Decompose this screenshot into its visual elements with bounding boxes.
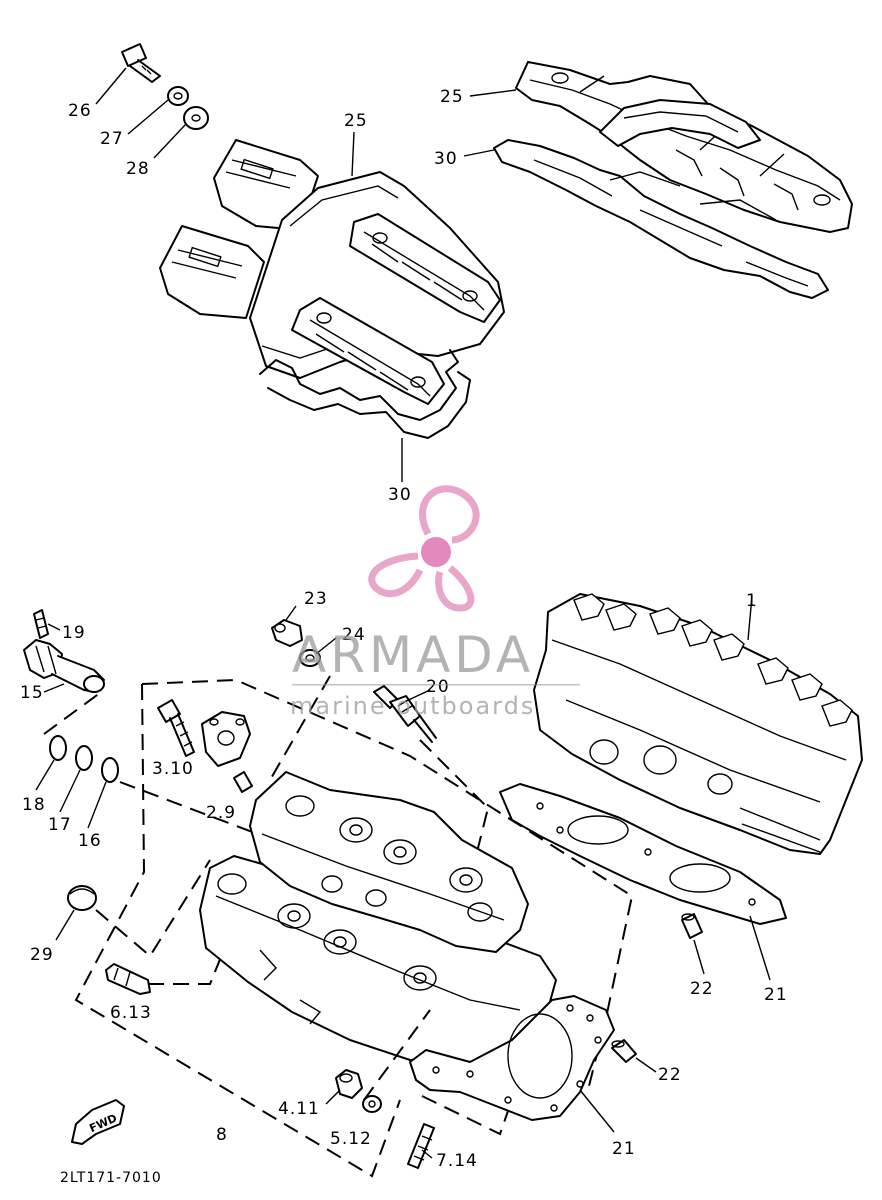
callout-22-lower: 22 — [658, 1065, 682, 1085]
part-16-o-ring[interactable] — [101, 757, 119, 783]
part-17-o-ring[interactable] — [75, 745, 93, 771]
callout-27: 27 — [100, 129, 124, 149]
forward-arrow-icon: FWD — [71, 1099, 125, 1145]
part-1-cylinder-head[interactable] — [533, 593, 863, 855]
part-30-gasket-upper[interactable] — [493, 139, 829, 299]
logo-hub — [421, 537, 451, 567]
part-8-cylinder-head[interactable] — [199, 771, 557, 1063]
part-30-gasket-lower[interactable] — [259, 349, 471, 439]
part-22-dowel-lower[interactable] — [611, 1039, 637, 1063]
logo-blade-top — [419, 485, 480, 544]
part-3-10-bolt[interactable] — [157, 699, 195, 757]
callout-21-lower: 21 — [612, 1139, 636, 1159]
callout-15: 15 — [20, 683, 44, 703]
callout-25-left: 25 — [344, 111, 368, 131]
callout-17: 17 — [48, 815, 72, 835]
part-6-13-valve-guide[interactable] — [105, 963, 151, 995]
callout-19: 19 — [62, 623, 86, 643]
callout-28: 28 — [126, 159, 150, 179]
part-27-washer[interactable] — [167, 86, 189, 106]
part-25-intake-manifold-lower[interactable] — [159, 139, 505, 405]
part-28-washer[interactable] — [183, 106, 209, 130]
callout-16: 16 — [78, 831, 102, 851]
callout-30-left: 30 — [388, 485, 412, 505]
part-23-plug[interactable] — [271, 619, 303, 647]
part-5-12-washer[interactable] — [362, 1095, 382, 1113]
callout-24: 24 — [342, 625, 366, 645]
part-26-bolt[interactable] — [121, 43, 161, 83]
callout-labels: 26 27 28 25 25 30 30 23 24 19 15 20 1 3.… — [20, 87, 788, 1171]
callout-1: 1 — [746, 591, 758, 611]
part-7-14-stud[interactable] — [407, 1123, 435, 1169]
callout-26: 26 — [68, 101, 92, 121]
callout-21-upper: 21 — [764, 985, 788, 1005]
callout-2-9: 2.9 — [206, 803, 236, 823]
callout-20: 20 — [426, 677, 450, 697]
callout-25-right: 25 — [440, 87, 464, 107]
part-21-head-gasket-upper[interactable] — [499, 783, 787, 925]
part-4-11-plug[interactable] — [335, 1069, 363, 1099]
part-20-spark-plug[interactable] — [373, 685, 437, 743]
part-18-o-ring[interactable] — [49, 735, 67, 761]
part-22-dowel-upper[interactable] — [681, 913, 703, 939]
watermark: ARMADA marine outboards — [290, 485, 580, 720]
diagram-code: 2LT171-7010 — [60, 1170, 162, 1186]
callout-29: 29 — [30, 945, 54, 965]
callout-3-10: 3.10 — [152, 759, 194, 779]
propeller-logo-icon — [368, 485, 480, 612]
logo-blade-right — [435, 565, 475, 612]
callout-6-13: 6.13 — [110, 1003, 152, 1023]
watermark-tagline: marine outboards — [290, 692, 535, 720]
part-15-fitting[interactable] — [23, 639, 105, 693]
callout-22-upper: 22 — [690, 979, 714, 999]
part-24-washer[interactable] — [299, 649, 321, 667]
callout-8: 8 — [216, 1125, 228, 1145]
part-cam-cap[interactable] — [201, 711, 251, 767]
callout-5-12: 5.12 — [330, 1129, 372, 1149]
callout-30-right: 30 — [434, 149, 458, 169]
watermark-brand: ARMADA — [292, 626, 534, 684]
part-19-screw[interactable] — [33, 609, 49, 639]
callout-18: 18 — [22, 795, 46, 815]
logo-blade-left — [368, 552, 424, 598]
callout-7-14: 7.14 — [436, 1151, 478, 1171]
part-21-head-gasket-lower[interactable] — [409, 995, 615, 1121]
part-2-9-dowel[interactable] — [233, 771, 253, 793]
callout-4-11: 4.11 — [278, 1099, 320, 1119]
part-29-plug[interactable] — [67, 885, 97, 911]
part-25-intake-manifold-upper[interactable] — [515, 61, 853, 233]
callout-23: 23 — [304, 589, 328, 609]
